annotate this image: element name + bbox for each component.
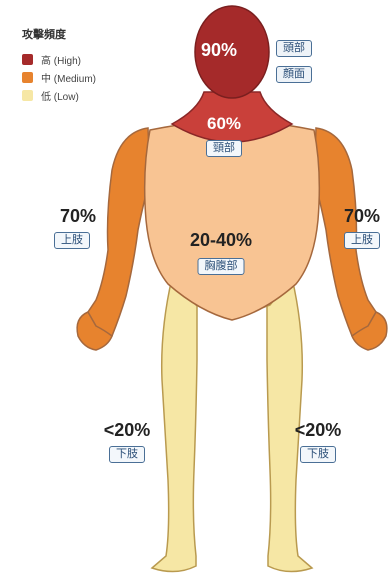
arm-left-percent: 70%: [60, 206, 96, 227]
leg-left-percent: <20%: [104, 420, 151, 441]
legend-item-medium: 中 (Medium): [22, 68, 96, 86]
arm-left-tag: 上肢: [54, 232, 90, 249]
head-percent: 90%: [201, 40, 237, 61]
legend-label-low: 低 (Low): [41, 88, 79, 103]
legend-label-high: 高 (High): [41, 52, 81, 67]
legend-swatch-medium: [22, 72, 33, 83]
legend: 攻擊頻度 高 (High) 中 (Medium) 低 (Low): [22, 26, 96, 104]
legend-swatch-low: [22, 90, 33, 101]
leg-right-percent: <20%: [295, 420, 342, 441]
legend-item-high: 高 (High): [22, 50, 96, 68]
torso-percent: 20-40%: [190, 230, 252, 251]
leg-right-tag: 下肢: [300, 446, 336, 463]
legend-item-low: 低 (Low): [22, 86, 96, 104]
arm-right-tag: 上肢: [344, 232, 380, 249]
torso-tag: 胸腹部: [198, 258, 245, 275]
face-tag: 顔面: [276, 66, 312, 83]
neck-tag: 頸部: [206, 140, 242, 157]
legend-title: 攻擊頻度: [22, 26, 96, 42]
neck-percent: 60%: [207, 114, 241, 134]
leg-left-tag: 下肢: [109, 446, 145, 463]
legend-label-medium: 中 (Medium): [41, 70, 96, 85]
leg-left-shape: [152, 278, 197, 572]
arm-right-percent: 70%: [344, 206, 380, 227]
legend-swatch-high: [22, 54, 33, 65]
head-tag: 頭部: [276, 40, 312, 57]
arm-left-shape: [85, 128, 150, 346]
